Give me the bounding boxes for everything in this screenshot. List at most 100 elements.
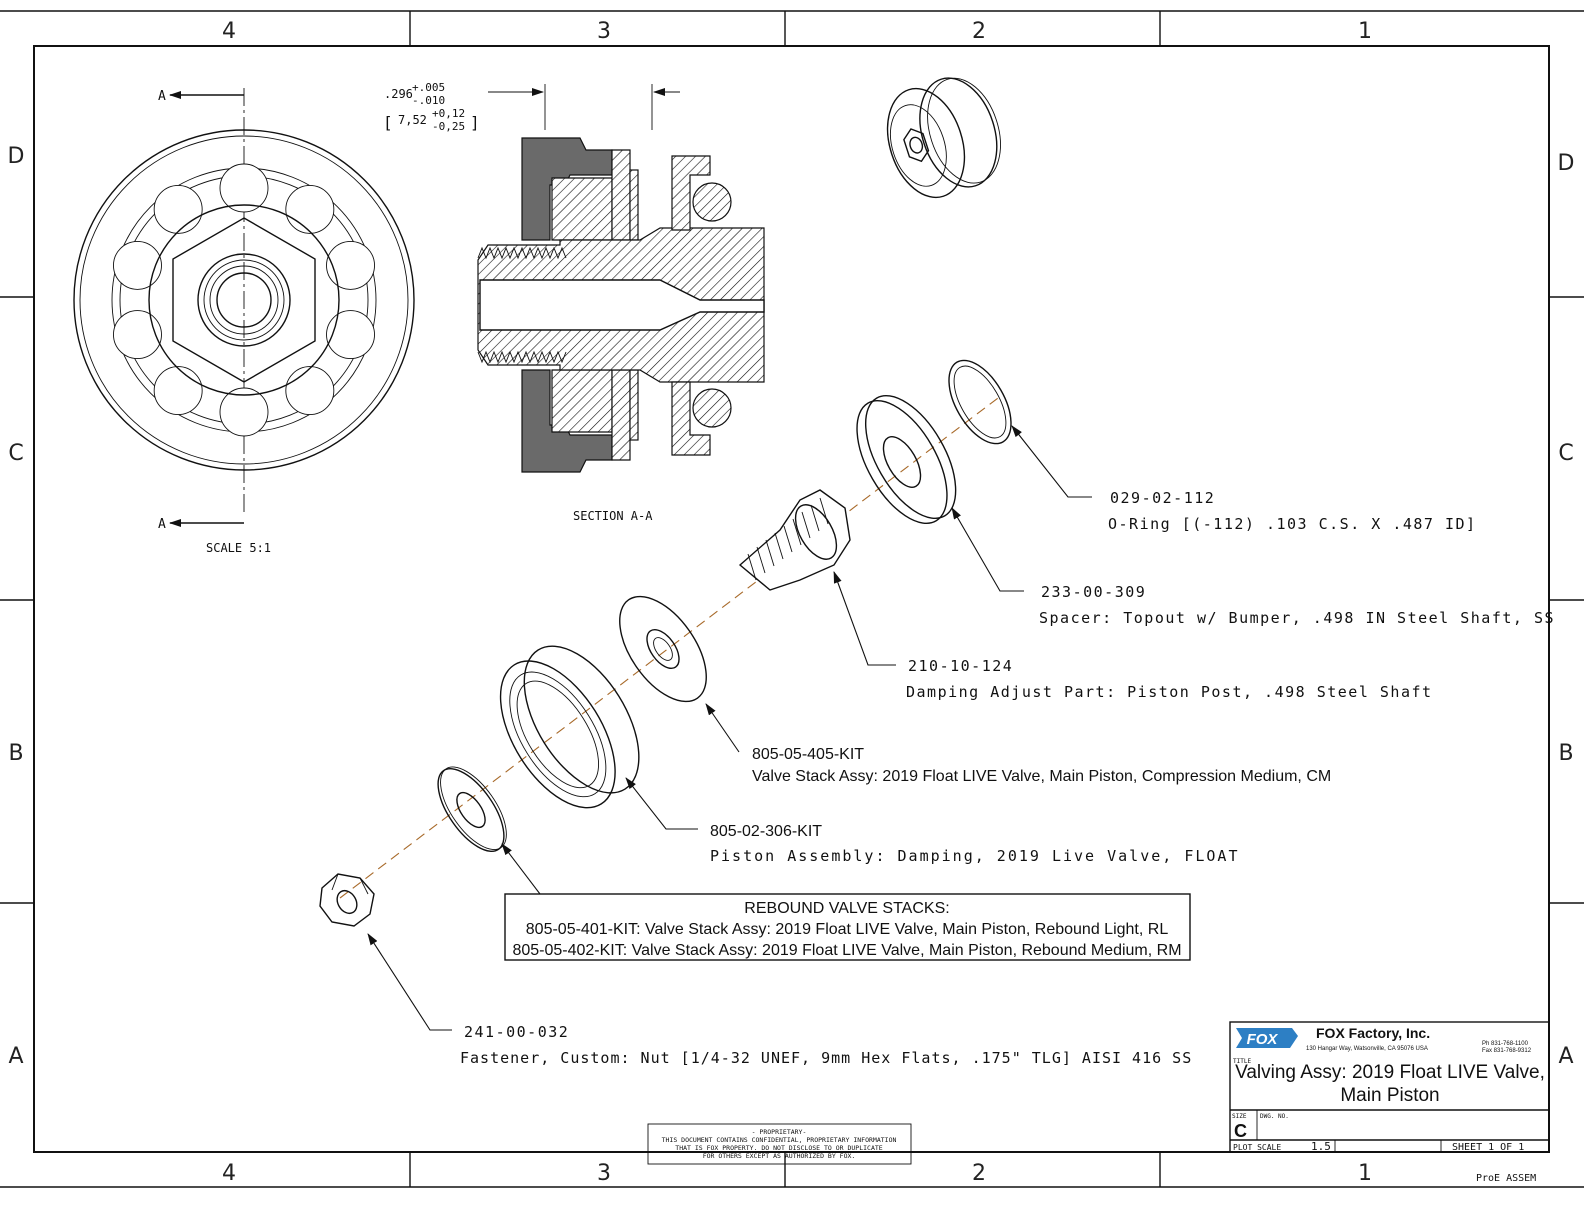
fox-logo: FOX <box>1247 1031 1279 1048</box>
proprietary-title: - PROPRIETARY- <box>752 1128 807 1136</box>
callout-oring-desc: O-Ring [(-112) .103 C.S. X .487 ID] <box>1108 515 1477 533</box>
zone-row-d-right: D <box>1558 151 1575 176</box>
zone-row-c-left: C <box>8 441 23 466</box>
title-block: FOX FOX Factory, Inc. 130 Hangar Way, Wa… <box>1229 1021 1550 1184</box>
spacer <box>856 395 957 524</box>
post-thread-line <box>774 532 784 560</box>
dim-metric-plus: +0,12 <box>432 107 465 120</box>
size-label: SIZE <box>1232 1113 1247 1120</box>
plot-scale-value: 1.5 <box>1311 1140 1331 1153</box>
assembly-axis <box>339 397 999 899</box>
zone-col-1-top: 1 <box>1358 19 1372 44</box>
dim-base: .296 <box>384 87 413 101</box>
zone-col-2-bottom: 2 <box>972 1161 986 1186</box>
callout-piston-desc: Piston Assembly: Damping, 2019 Live Valv… <box>710 847 1239 865</box>
section-title: SECTION A-A <box>573 509 653 523</box>
piston-assembly <box>499 645 640 809</box>
section-marker-bottom: A <box>158 517 166 532</box>
callout-post-desc: Damping Adjust Part: Piston Post, .498 S… <box>906 683 1433 701</box>
company-address: 130 Hangar Way, Watsonville, CA 95076 US… <box>1306 1046 1428 1052</box>
end-view-port <box>285 366 335 416</box>
end-view-port <box>219 387 269 437</box>
callout-comp-stack-part: 805-05-405-KIT <box>752 746 864 763</box>
callout-piston-part: 805-02-306-KIT <box>710 823 822 840</box>
end-view-port <box>219 163 269 213</box>
proprietary-line-1: THIS DOCUMENT CONTAINS CONFIDENTIAL, PRO… <box>662 1136 897 1144</box>
post-thread-line <box>801 511 811 539</box>
post-thread-line <box>756 546 766 574</box>
scale-label: SCALE 5:1 <box>206 541 271 555</box>
end-view-port <box>113 240 162 290</box>
zone-col-3-top: 3 <box>597 19 611 44</box>
nut <box>319 873 375 927</box>
end-view-port <box>326 240 375 290</box>
section-view: .296 +.005 -.010 [ 7,52 +0,12 -0,25 ] <box>383 81 765 473</box>
isometric-assembly-view <box>886 77 1001 199</box>
sheet-size: C <box>1234 1121 1247 1141</box>
callout-nut-desc: Fastener, Custom: Nut [1/4-32 UNEF, 9mm … <box>460 1049 1192 1067</box>
post-thread-line <box>747 553 757 581</box>
exploded-view <box>319 359 1012 927</box>
callout-spacer-part: 233-00-309 <box>1041 583 1146 601</box>
drawing-title-line-1: Valving Assy: 2019 Float LIVE Valve, <box>1235 1062 1545 1083</box>
software-label: ProE ASSEM <box>1476 1173 1536 1184</box>
drawing-title-line-2: Main Piston <box>1340 1085 1439 1106</box>
end-view-port <box>153 184 203 234</box>
company-name: FOX Factory, Inc. <box>1316 1025 1430 1041</box>
rebound-box-title: REBOUND VALVE STACKS: <box>744 900 949 917</box>
piston-post <box>738 489 851 591</box>
sheet-border <box>0 10 1584 1188</box>
dim-tol-plus: +.005 <box>412 81 445 94</box>
rebound-box-line-1: 805-05-401-KIT: Valve Stack Assy: 2019 F… <box>526 921 1169 938</box>
zone-row-b-right: B <box>1558 741 1573 766</box>
callout-nut-part: 241-00-032 <box>464 1023 569 1041</box>
rebound-valve-stacks-box: REBOUND VALVE STACKS: 805-05-401-KIT: Va… <box>504 893 1191 961</box>
end-view-port <box>113 310 162 360</box>
end-view-port <box>285 184 335 234</box>
o-ring <box>948 359 1012 445</box>
title-label: TITLE <box>1233 1058 1251 1065</box>
zone-col-4-bottom: 4 <box>222 1161 236 1186</box>
fox-logo-shape <box>1236 1028 1298 1048</box>
plot-scale-label: PLOT SCALE <box>1233 1143 1281 1152</box>
zone-row-a-right: A <box>1558 1044 1573 1069</box>
svg-text:[: [ <box>383 113 393 132</box>
zone-row-d-left: D <box>8 144 25 169</box>
proprietary-notice: - PROPRIETARY- THIS DOCUMENT CONTAINS CO… <box>647 1123 912 1165</box>
company-fax: Fax 831-768-9312 <box>1482 1048 1532 1054</box>
callout-spacer-desc: Spacer: Topout w/ Bumper, .498 IN Steel … <box>1039 609 1555 627</box>
end-view: A A SCALE 5:1 <box>73 88 415 555</box>
section-marker-top: A <box>158 89 166 104</box>
dim-metric-minus: -0,25 <box>432 120 465 133</box>
zone-row-a-left: A <box>8 1044 23 1069</box>
zone-col-3-bottom: 3 <box>597 1161 611 1186</box>
compression-valve-stack <box>619 595 707 703</box>
end-view-port <box>153 366 203 416</box>
callout-post-part: 210-10-124 <box>908 657 1013 675</box>
zone-row-b-left: B <box>8 741 23 766</box>
zone-col-1-bottom: 1 <box>1358 1161 1372 1186</box>
post-thread-line <box>783 525 793 553</box>
end-view-port <box>326 310 375 360</box>
dwg-no-label: DWG. NO. <box>1260 1113 1289 1120</box>
sheet-number: SHEET 1 OF 1 <box>1452 1142 1524 1153</box>
post-thread-line <box>810 504 820 532</box>
callout-oring-part: 029-02-112 <box>1110 489 1215 507</box>
zone-col-2-top: 2 <box>972 19 986 44</box>
zone-col-4-top: 4 <box>222 19 236 44</box>
proprietary-line-2: THAT IS FOX PROPERTY. DO NOT DISCLOSE TO… <box>675 1144 882 1152</box>
zone-labels: 4 3 2 1 4 3 2 1 D C B A D C B A <box>8 19 1575 1186</box>
rebound-valve-stack <box>437 766 507 852</box>
post-thread-line <box>765 539 775 567</box>
company-phone: Ph 831-768-1100 <box>1482 1041 1529 1047</box>
callouts: 029-02-112 O-Ring [(-112) .103 C.S. X .4… <box>460 489 1555 1067</box>
dim-metric-base: 7,52 <box>398 113 427 127</box>
post-thread-line <box>792 518 802 546</box>
rebound-box-line-2: 805-05-402-KIT: Valve Stack Assy: 2019 F… <box>512 942 1181 959</box>
thread-profile <box>477 246 567 260</box>
dim-tol-minus: -.010 <box>412 94 445 107</box>
thread-profile <box>477 350 567 364</box>
zone-row-c-right: C <box>1558 441 1573 466</box>
svg-text:]: ] <box>470 113 480 132</box>
